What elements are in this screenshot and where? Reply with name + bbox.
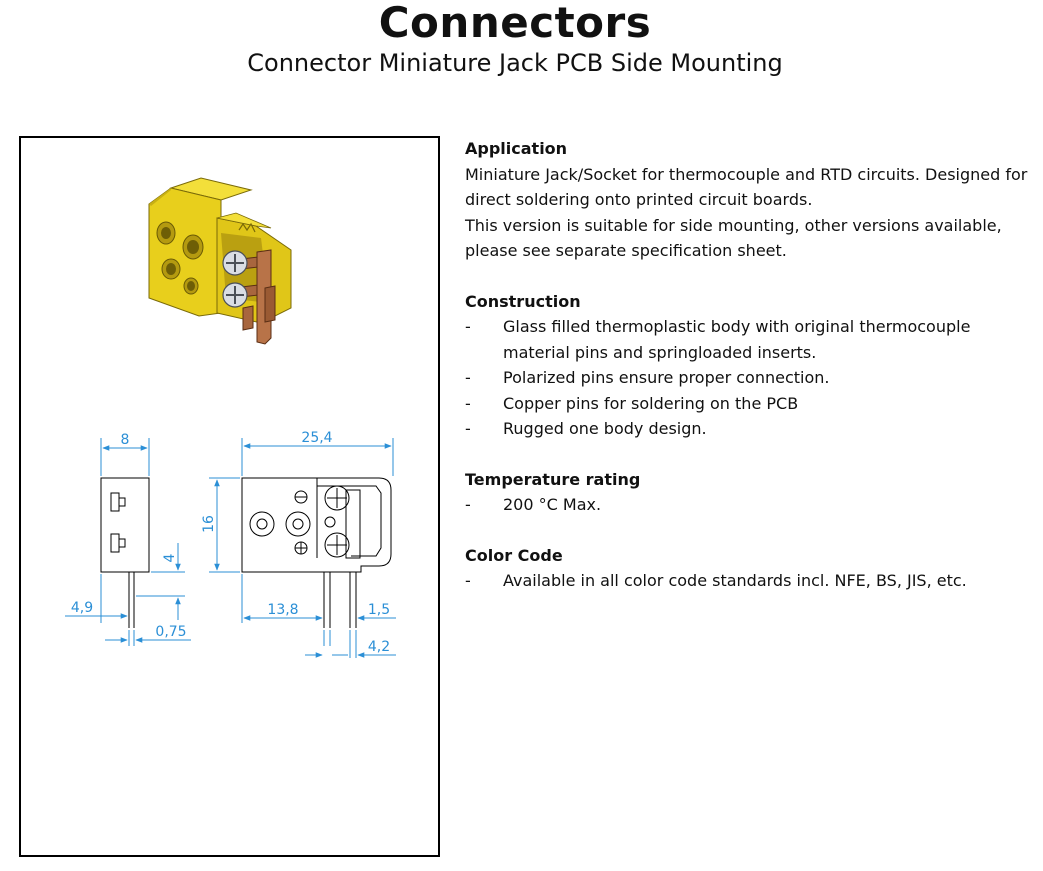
application-section: Application Miniature Jack/Socket for th… bbox=[465, 136, 1035, 264]
temperature-section: Temperature rating -200 °C Max. bbox=[465, 467, 1035, 518]
list-item: -Rugged one body design. bbox=[465, 419, 707, 438]
list-item: -Glass filled thermoplastic body with or… bbox=[465, 317, 971, 362]
specification-text: Application Miniature Jack/Socket for th… bbox=[465, 136, 1035, 619]
construction-list: -Glass filled thermoplastic body with or… bbox=[465, 314, 1035, 442]
dim-pin-thickness: 0,75 bbox=[155, 624, 186, 640]
side-view-drawing bbox=[100, 477, 150, 628]
dim-height: 16 bbox=[201, 515, 217, 533]
technical-drawing: 8 25,4 16 4 4,9 0,75 13,8 1,5 4,2 bbox=[65, 177, 396, 658]
temperature-list: -200 °C Max. bbox=[465, 492, 1035, 518]
dim-pin-width: 1,5 bbox=[368, 602, 390, 618]
dim-pin-length: 4 bbox=[162, 553, 178, 562]
dim-pin-spacing: 4,2 bbox=[368, 639, 390, 655]
front-view-drawing bbox=[241, 477, 392, 628]
list-item: -Polarized pins ensure proper connection… bbox=[465, 368, 830, 387]
product-drawing-frame: 8 25,4 16 4 4,9 0,75 13,8 1,5 4,2 bbox=[19, 136, 440, 857]
connector-3d-illustration bbox=[148, 177, 292, 345]
color-code-list: -Available in all color code standards i… bbox=[465, 568, 1035, 594]
list-item: -Copper pins for soldering on the PCB bbox=[465, 393, 799, 413]
construction-heading: Construction bbox=[465, 291, 581, 311]
dimension-labels: 8 25,4 16 4 4,9 0,75 13,8 1,5 4,2 bbox=[71, 430, 390, 655]
color-code-section: Color Code -Available in all color code … bbox=[465, 543, 1035, 594]
construction-section: Construction -Glass filled thermoplastic… bbox=[465, 289, 1035, 442]
dim-pin-offset-side: 4,9 bbox=[71, 600, 93, 616]
list-item: -200 °C Max. bbox=[465, 495, 602, 514]
dim-width-side: 8 bbox=[121, 432, 130, 448]
list-item: -Available in all color code standards i… bbox=[465, 571, 967, 590]
dim-pin-offset-front: 13,8 bbox=[267, 602, 298, 618]
application-paragraph-1: Miniature Jack/Socket for thermocouple a… bbox=[465, 164, 1028, 210]
dimension-lines bbox=[65, 438, 396, 658]
application-heading: Application bbox=[465, 139, 568, 158]
dim-width-front: 25,4 bbox=[301, 430, 332, 446]
color-code-heading: Color Code bbox=[465, 545, 563, 565]
page-subtitle: Connector Miniature Jack PCB Side Mounti… bbox=[247, 49, 783, 77]
temperature-heading: Temperature rating bbox=[465, 469, 641, 489]
page-title: Connectors bbox=[378, 0, 652, 47]
application-paragraph-2: This version is suitable for side mounti… bbox=[465, 215, 1002, 261]
